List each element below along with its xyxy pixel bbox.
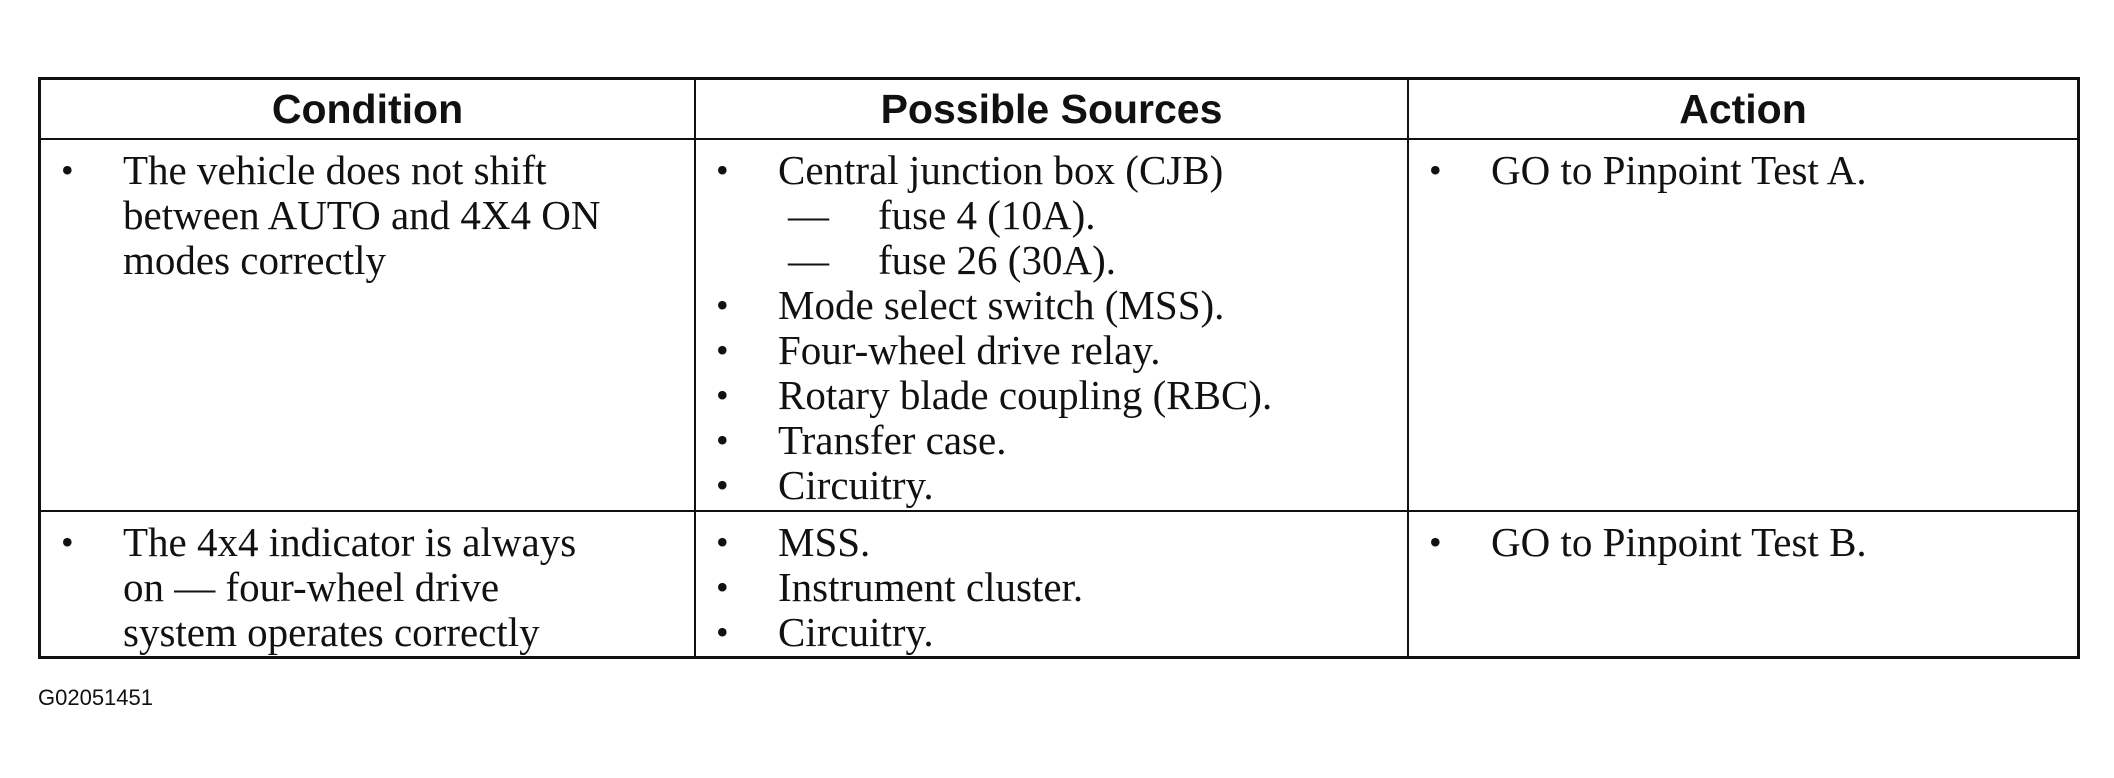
row1-sources-list: Central junction box (CJB) <box>696 148 1407 194</box>
row1-source-item: Central junction box (CJB) <box>696 148 1407 194</box>
row2-condition-item: The 4x4 indicator is always on — four-wh… <box>41 520 694 655</box>
row1-source-item: Four-wheel drive relay. <box>696 328 1407 374</box>
row1-source-item: Circuitry. <box>696 463 1407 509</box>
row2-action-item: GO to Pinpoint Test B. <box>1409 520 2077 566</box>
header-condition: Condition <box>41 80 696 140</box>
header-possible-sources: Possible Sources <box>696 80 1409 140</box>
row2-sources-list: MSS. Instrument cluster. Circuitry. <box>696 520 1407 656</box>
diagnosis-table: Condition Possible Sources Action The ve… <box>38 77 2080 659</box>
row1-source-subitem: — fuse 4 (10A). <box>778 193 1407 238</box>
row1-condition-line2: between AUTO and 4X4 ON <box>123 192 601 238</box>
row2-condition-line3: system operates correctly <box>123 609 540 655</box>
header-action: Action <box>1409 80 2077 140</box>
row2-condition-cell: The 4x4 indicator is always on — four-wh… <box>41 512 696 656</box>
row2-condition-line1: The 4x4 indicator is always <box>123 519 577 565</box>
row1-action-item: GO to Pinpoint Test A. <box>1409 148 2077 194</box>
row1-condition-list: The vehicle does not shift between AUTO … <box>41 148 694 283</box>
row1-source-subitem-text: fuse 4 (10A). <box>878 192 1096 238</box>
row2-action-cell: GO to Pinpoint Test B. <box>1409 512 2077 656</box>
row1-source-item: Rotary blade coupling (RBC). <box>696 373 1407 419</box>
row1-action-list: GO to Pinpoint Test A. <box>1409 148 2077 194</box>
row1-condition-line1: The vehicle does not shift <box>123 147 547 193</box>
row1-source-subitem: — fuse 26 (30A). <box>778 238 1407 283</box>
dash-glyph: — <box>788 192 829 238</box>
row1-sources-list-cont: Mode select switch (MSS). Four-wheel dri… <box>696 283 1407 509</box>
row1-source-item: Mode select switch (MSS). <box>696 283 1407 329</box>
row1-source-subitem-text: fuse 26 (30A). <box>878 237 1116 283</box>
row1-source-item: Transfer case. <box>696 418 1407 464</box>
row1-condition-item: The vehicle does not shift between AUTO … <box>41 148 694 283</box>
row2-action-list: GO to Pinpoint Test B. <box>1409 520 2077 566</box>
dash-glyph: — <box>788 237 829 283</box>
row1-condition-line3: modes correctly <box>123 237 386 283</box>
row1-sources-cell: Central junction box (CJB) — fuse 4 (10A… <box>696 140 1409 512</box>
row2-condition-line2: on — four-wheel drive <box>123 564 500 610</box>
figure-id: G02051451 <box>38 685 153 710</box>
row2-sources-cell: MSS. Instrument cluster. Circuitry. <box>696 512 1409 656</box>
row1-action-cell: GO to Pinpoint Test A. <box>1409 140 2077 512</box>
row2-source-item: Circuitry. <box>696 610 1407 656</box>
row1-condition-cell: The vehicle does not shift between AUTO … <box>41 140 696 512</box>
row2-source-item: MSS. <box>696 520 1407 566</box>
row2-source-item: Instrument cluster. <box>696 565 1407 611</box>
row2-condition-list: The 4x4 indicator is always on — four-wh… <box>41 520 694 655</box>
